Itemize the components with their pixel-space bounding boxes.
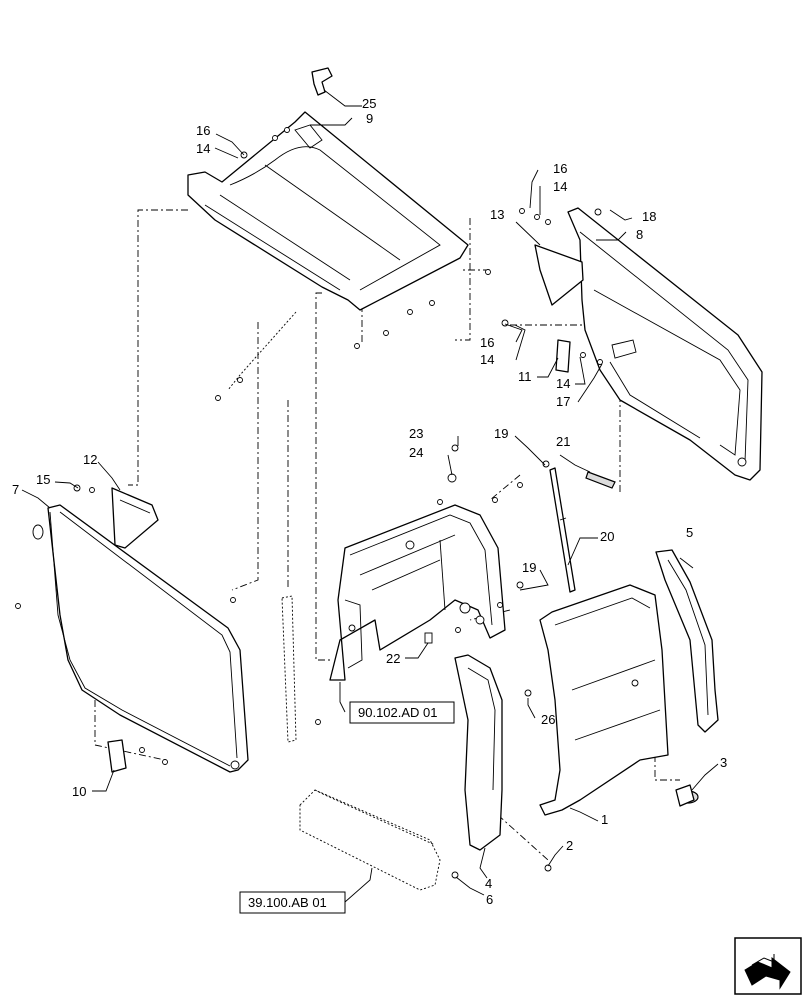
callout-15: 15: [36, 472, 50, 487]
callout-21: 21: [556, 434, 570, 449]
callout-25: 25: [362, 96, 376, 111]
callout-3: 3: [720, 755, 727, 770]
part-8-right-frame: [567, 207, 763, 481]
callout-23: 23: [409, 426, 423, 441]
part-22-bolt: [424, 632, 433, 644]
cab-frame-assembly: [329, 504, 506, 681]
callout-19: 19: [494, 426, 508, 441]
callout-14: 14: [553, 179, 567, 194]
arrow-navigation-icon[interactable]: [734, 937, 802, 995]
svg-text:39.100.AB 01: 39.100.AB 01: [248, 895, 327, 910]
callout-8: 8: [636, 227, 643, 242]
callout-labels: 25 9 16 14 16 14 18 13 8 16 14 11 14 17 …: [12, 96, 727, 907]
callout-5: 5: [686, 525, 693, 540]
callout-19: 19: [522, 560, 536, 575]
callout-22: 22: [386, 651, 400, 666]
callout-14: 14: [196, 141, 210, 156]
part-4-left-trim: [454, 654, 503, 851]
reference-cab-frame[interactable]: 90.102.AD 01: [349, 701, 455, 724]
leader-lines: [21, 89, 719, 903]
part-25-latch-knob: [311, 67, 333, 96]
callout-16: 16: [553, 161, 567, 176]
part-13-bracket: [534, 244, 584, 306]
callout-24: 24: [409, 445, 423, 460]
callout-2: 2: [566, 838, 573, 853]
part-20-gas-strut: [549, 467, 576, 593]
left-gas-strut: [281, 595, 297, 743]
callout-1: 1: [601, 812, 608, 827]
callout-9: 9: [366, 111, 373, 126]
callout-16: 16: [196, 123, 210, 138]
callout-11: 11: [518, 369, 532, 384]
part-10-lower-hinge: [107, 739, 127, 773]
callout-26: 26: [541, 712, 555, 727]
callout-14: 14: [556, 376, 570, 391]
callout-14: 14: [480, 352, 494, 367]
fasteners: [15, 127, 603, 879]
callout-6: 6: [486, 892, 493, 907]
callout-16: 16: [480, 335, 494, 350]
part-9-upper-panel: [187, 111, 469, 311]
linkage-rod: [227, 311, 297, 391]
svg-text:90.102.AD 01: 90.102.AD 01: [358, 705, 438, 720]
callout-4: 4: [485, 876, 492, 891]
part-11-small-bracket: [555, 339, 571, 373]
part-21-strip: [585, 471, 616, 489]
callout-17: 17: [556, 394, 570, 409]
part-1-rear-cover: [539, 584, 669, 816]
callout-7: 7: [12, 482, 19, 497]
part-12-hinge-plate: [111, 487, 159, 549]
callout-10: 10: [72, 784, 86, 799]
part-5-right-trim: [655, 549, 719, 733]
part-3-knob: [675, 784, 699, 807]
callout-18: 18: [642, 209, 656, 224]
seat-box-assembly: [299, 789, 441, 891]
part-7-left-panel: [32, 504, 249, 773]
callout-13: 13: [490, 207, 504, 222]
reference-seat-box[interactable]: 39.100.AB 01: [239, 891, 346, 914]
callout-12: 12: [83, 452, 97, 467]
callout-20: 20: [600, 529, 614, 544]
